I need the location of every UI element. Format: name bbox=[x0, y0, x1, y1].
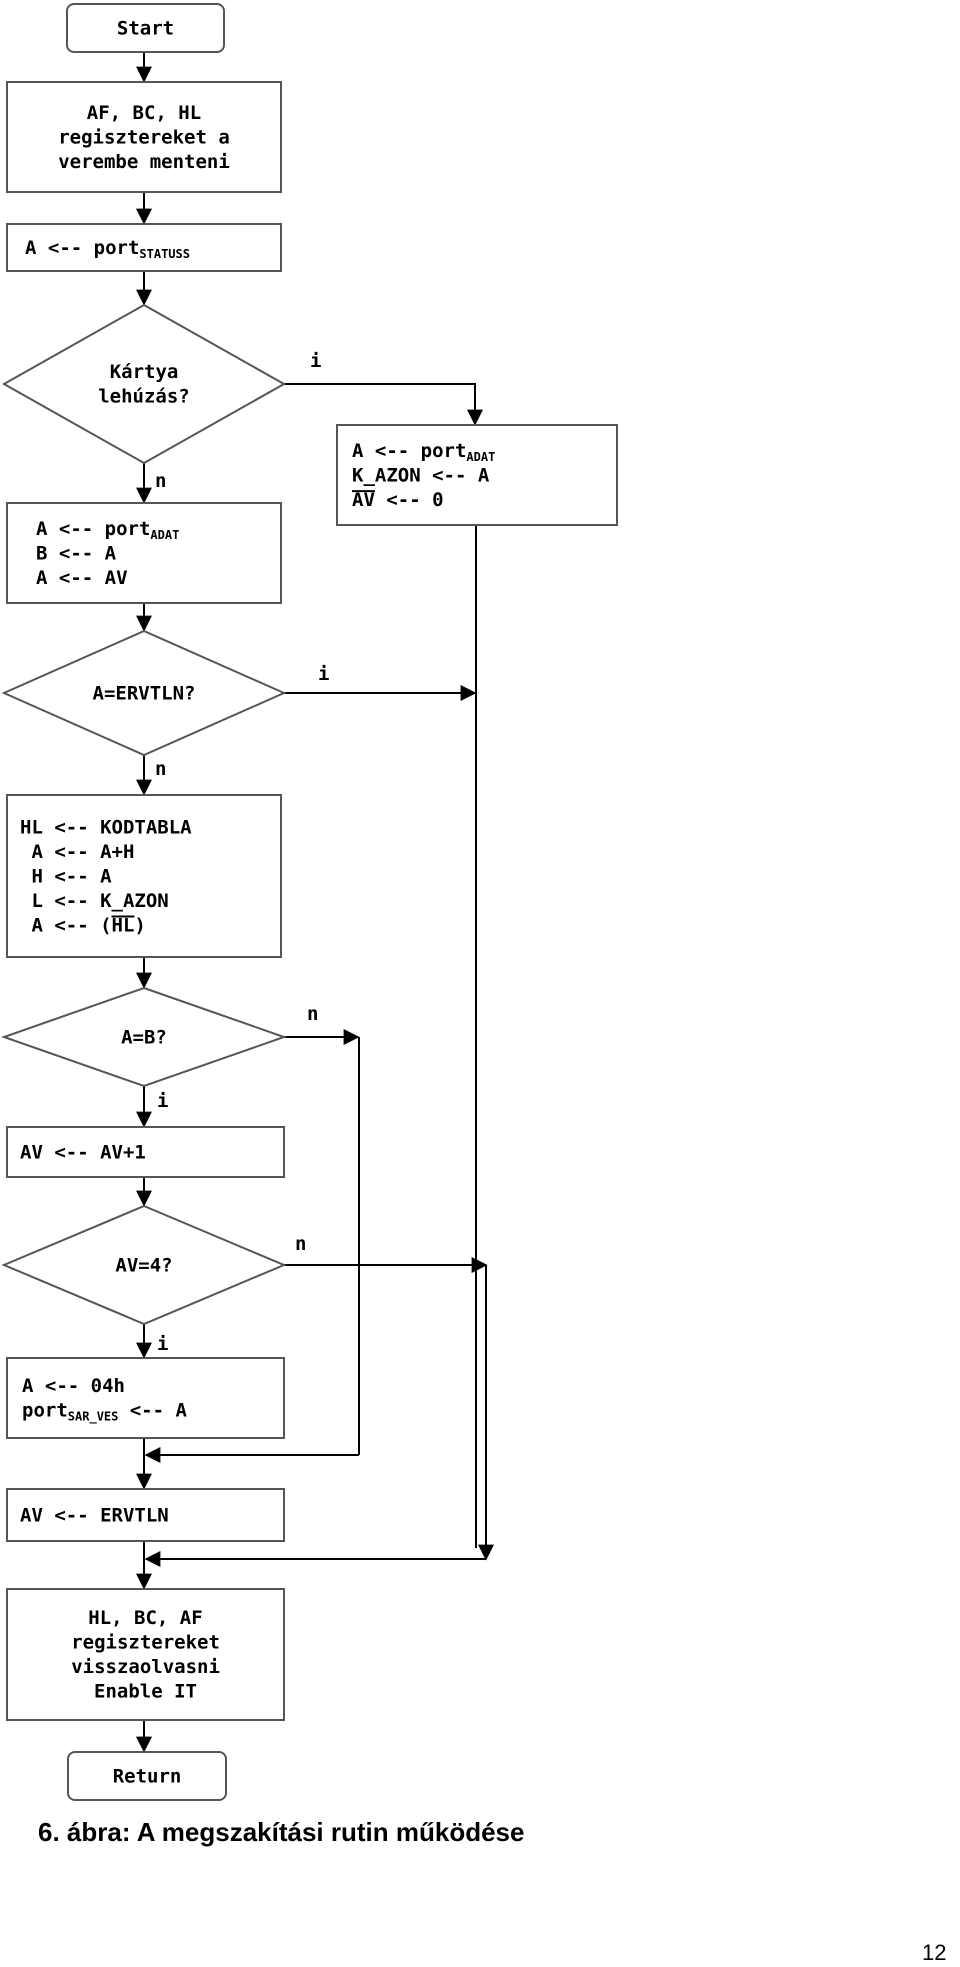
figure-caption: 6. ábra: A megszakítási rutin működése bbox=[38, 1817, 525, 1847]
arrow-card-pull-yes bbox=[284, 383, 483, 426]
lookup-line-3: H <-- A bbox=[20, 865, 112, 887]
card-pull-line-1: Kártya bbox=[110, 361, 179, 383]
process-reset bbox=[6, 1488, 285, 1542]
lookup-line-1: HL <-- KODTABLA bbox=[20, 816, 192, 838]
decision-compare bbox=[0, 986, 288, 1088]
connector-arrows bbox=[136, 52, 494, 1753]
start-line-1: Start bbox=[117, 17, 174, 39]
restore-line-2: regisztereket bbox=[71, 1632, 220, 1654]
lookup-line-2: A <-- A+H bbox=[20, 841, 134, 863]
lookup-line-5: A <-- (HL) bbox=[20, 914, 146, 936]
edge-label-count-yes: i bbox=[157, 1333, 168, 1355]
edge-label-compare-no: n bbox=[307, 1003, 318, 1025]
lock-line-1: A <-- 04h bbox=[22, 1375, 125, 1397]
decision-count-check bbox=[1, 1204, 287, 1326]
decision-card-pull bbox=[1, 303, 287, 465]
process-read-status bbox=[6, 223, 282, 272]
save-line-2: regisztereket a bbox=[58, 126, 230, 148]
pull-yes-line-2: K_AZON <-- A bbox=[352, 464, 490, 486]
increment-line-1: AV <-- AV+1 bbox=[20, 1141, 146, 1163]
compare-line-1: A=B? bbox=[121, 1026, 167, 1048]
read-data-line-2: B <-- A bbox=[36, 542, 117, 564]
count-check-line-1: AV=4? bbox=[115, 1254, 172, 1276]
reset-line-1: AV <-- ERVTLN bbox=[20, 1504, 169, 1526]
page-number: 12 bbox=[922, 1940, 947, 1965]
edge-label-invalid-yes: i bbox=[318, 663, 329, 685]
lock-line-2: portSAR_VES <-- A bbox=[22, 1400, 187, 1425]
process-increment bbox=[6, 1126, 285, 1178]
process-save bbox=[6, 81, 282, 193]
process-restore bbox=[6, 1588, 285, 1721]
edge-label-invalid-no: n bbox=[155, 758, 166, 780]
process-lock bbox=[6, 1357, 285, 1439]
edge-label-compare-yes: i bbox=[157, 1090, 168, 1112]
invalid-check-line-1: A=ERVTLN? bbox=[93, 682, 196, 704]
save-line-3: verembe menteni bbox=[58, 151, 230, 173]
read-data-line-3: A <-- AV bbox=[36, 567, 128, 589]
edge-label-count-no: n bbox=[295, 1233, 306, 1255]
process-read-data bbox=[6, 502, 282, 604]
flowchart-shapes bbox=[0, 3, 618, 1801]
return-line-1: Return bbox=[113, 1765, 182, 1787]
terminal-return bbox=[67, 1751, 227, 1801]
decision-invalid-check bbox=[1, 629, 287, 757]
pull-yes-line-3: AV <-- 0 bbox=[352, 489, 444, 511]
restore-line-1: HL, BC, AF bbox=[88, 1607, 202, 1629]
read-data-line-1: A <-- portADAT bbox=[36, 518, 179, 542]
restore-line-3: visszaolvasni bbox=[71, 1656, 220, 1678]
edge-label-card-pull-yes: i bbox=[310, 350, 321, 372]
lookup-line-4: L <-- K_AZON bbox=[20, 890, 169, 912]
card-pull-line-2: lehúzás? bbox=[98, 386, 190, 408]
read-status-line-1: A <-- portSTATUSS bbox=[25, 237, 190, 261]
pull-yes-line-1: A <-- portADAT bbox=[352, 440, 495, 464]
save-line-1: AF, BC, HL bbox=[87, 102, 201, 124]
terminal-start bbox=[66, 3, 225, 53]
restore-line-4: Enable IT bbox=[94, 1681, 197, 1703]
process-lookup bbox=[6, 794, 282, 958]
edge-label-card-pull-no: n bbox=[155, 470, 166, 492]
process-pull-yes bbox=[336, 424, 618, 526]
